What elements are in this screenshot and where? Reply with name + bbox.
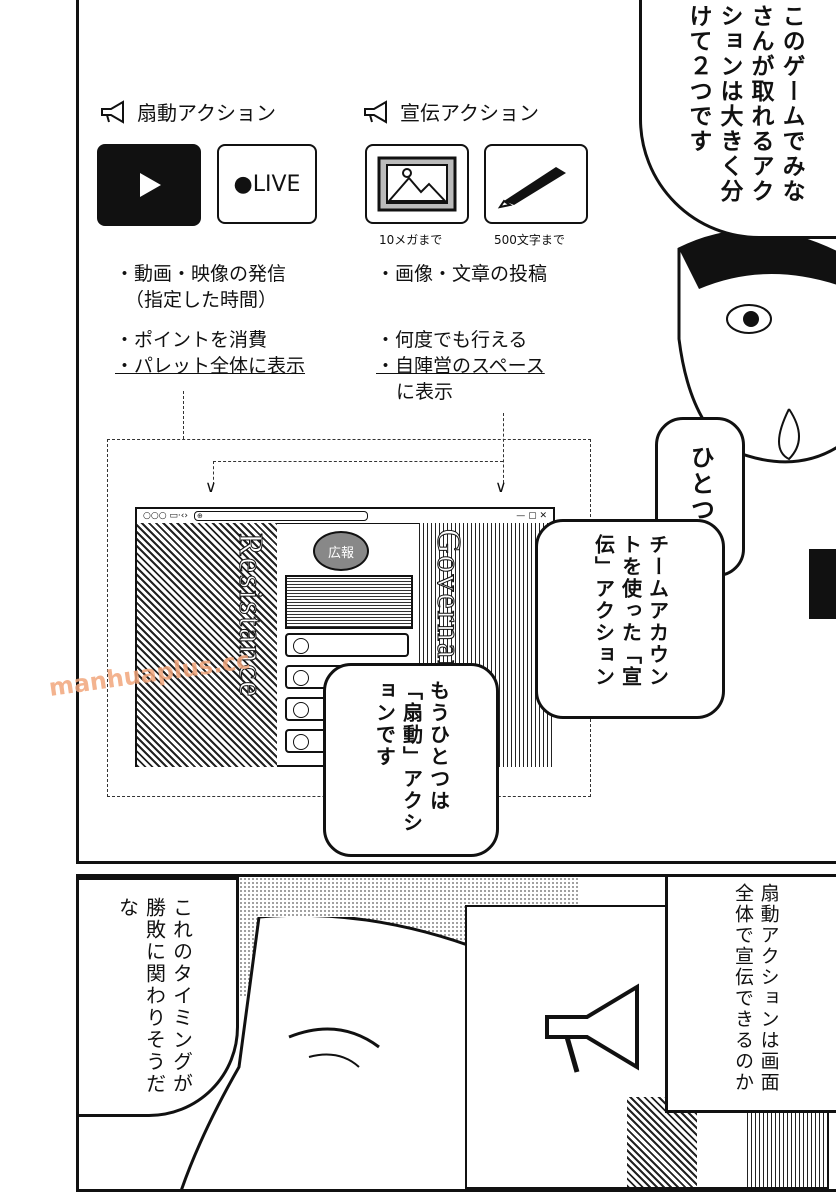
live-label: ●LIVE <box>233 171 301 197</box>
browser-titlebar: ○○○ ▭·‹› ⊕ — ▢ ✕ <box>137 509 553 524</box>
pen-icon <box>497 167 566 209</box>
promote-title: 宣伝アクション <box>400 101 539 125</box>
arrow-down-icon: ∨ <box>205 477 217 496</box>
bottom-left-text: これのタイミングが勝敗に関わりそうだな <box>115 897 194 1095</box>
pen-tile[interactable] <box>484 144 588 224</box>
image-tile[interactable] <box>365 144 469 224</box>
list-item: に表示 <box>396 381 454 403</box>
girl-figure <box>639 219 836 619</box>
dashed-guide <box>213 461 214 485</box>
top-panel: このゲームでみなさんが取れるアクションは大きく分けて２つです 扇動アクション 宣… <box>76 0 836 864</box>
url-text: ⊕ <box>196 512 203 520</box>
left-team-area: Resistance <box>137 523 277 767</box>
team-left-label: Resistance <box>231 532 269 699</box>
megaphone-icon <box>101 99 124 124</box>
agitate-list: ・動画・映像の発信 （指定した時間） ・ポイントを消費 ・パレット全体に表示 <box>115 261 305 379</box>
bottom-left-bubble: これのタイミングが勝敗に関わりそうだな <box>79 877 239 1117</box>
ad-badge: 広報 <box>313 531 369 571</box>
play-button[interactable] <box>97 144 201 226</box>
image-limit: 10メガまで <box>379 233 443 247</box>
list-item: ・自陣営のスペース <box>376 355 545 377</box>
bubble-other-text: もうひとつは「扇動」アクションです <box>372 680 451 834</box>
avatar-icon <box>293 734 309 750</box>
address-bar[interactable]: ⊕ <box>193 511 368 521</box>
agitate-title: 扇動アクション <box>137 101 276 125</box>
promote-header: 宣伝アクション <box>362 97 539 126</box>
text-limit: 500文字まで <box>494 233 565 247</box>
list-item: ・動画・映像の発信 <box>115 263 287 285</box>
list-item: ・ポイントを消費 <box>115 329 268 351</box>
ad-label: 広報 <box>327 545 354 561</box>
agitate-header: 扇動アクション <box>99 97 276 126</box>
bottom-panel: これのタイミングが勝敗に関わりそうだな 扇動アクションは画面全体で宣伝できるのか <box>76 874 836 1192</box>
dashed-guide <box>213 461 503 462</box>
narrator-text: このゲームでみなさんが取れるアクションは大きく分けて２つです <box>684 4 805 204</box>
avatar-icon <box>293 702 309 718</box>
list-item: ・パレット全体に表示 <box>115 355 306 377</box>
bubble-team: チームアカウントを使った「宣伝」アクション <box>535 519 725 719</box>
post-image <box>285 575 413 629</box>
post-row[interactable] <box>285 633 409 657</box>
list-item: （指定した時間） <box>125 289 278 311</box>
window-controls-icon: ○○○ ▭·‹› <box>143 511 188 521</box>
promote-list: ・画像・文章の投稿 ・何度でも行える ・自陣営のスペース に表示 <box>376 261 547 405</box>
megaphone-icon <box>545 983 639 1073</box>
bubble-other: もうひとつは「扇動」アクションです <box>323 663 499 857</box>
caption-text: 扇動アクションは画面全体で宣伝できるのか <box>732 883 780 1093</box>
list-item: ・何度でも行える <box>376 329 528 351</box>
avatar-icon <box>293 638 309 654</box>
list-item: ・画像・文章の投稿 <box>376 263 548 285</box>
dashed-guide <box>503 413 504 483</box>
live-button[interactable]: ●LIVE <box>217 144 317 224</box>
image-icon <box>377 156 457 212</box>
bubble-team-text: チームアカウントを使った「宣伝」アクション <box>591 534 670 688</box>
dashed-guide <box>183 391 184 439</box>
avatar-icon <box>293 670 309 686</box>
arrow-down-icon: ∨ <box>495 477 507 496</box>
window-buttons-icon: — ▢ ✕ <box>516 511 547 521</box>
caption-box: 扇動アクションは画面全体で宣伝できるのか <box>665 877 836 1113</box>
play-icon <box>140 173 161 197</box>
narrator-bubble: このゲームでみなさんが取れるアクションは大きく分けて２つです <box>639 0 836 239</box>
megaphone-icon <box>364 99 387 124</box>
